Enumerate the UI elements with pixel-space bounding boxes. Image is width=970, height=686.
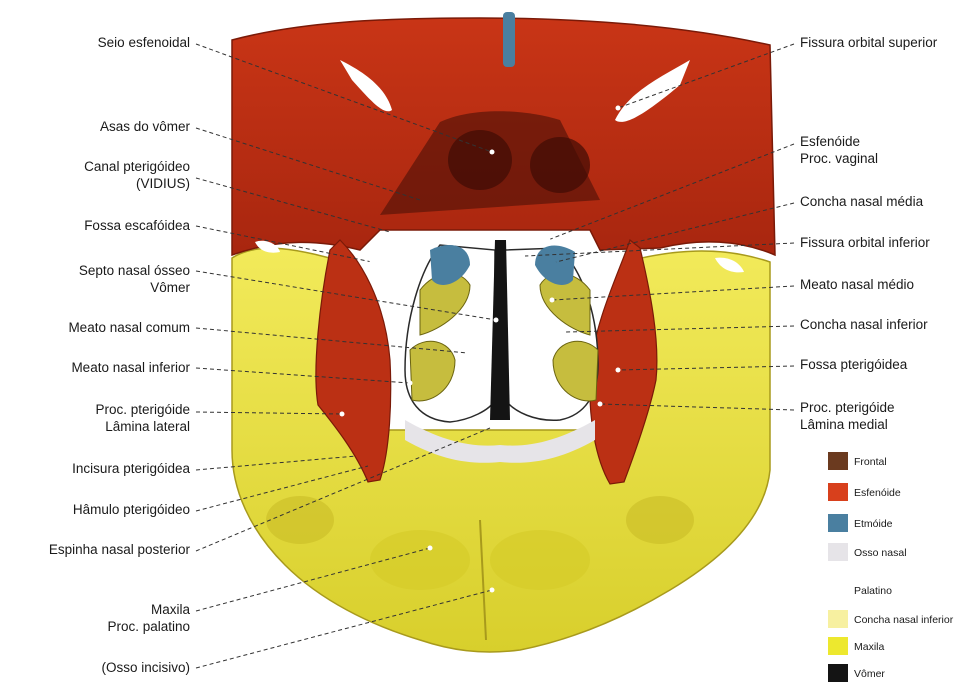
label-line: Meato nasal inferior bbox=[71, 359, 190, 376]
legend-label: Vômer bbox=[854, 668, 885, 680]
label-line: Vômer bbox=[79, 279, 190, 296]
label-canal-pterigoideo: Canal pterigóideo (VIDIUS) bbox=[84, 158, 190, 192]
legend-label: Osso nasal bbox=[854, 547, 907, 559]
label-osso-incisivo: (Osso incisivo) bbox=[101, 659, 190, 676]
label-line: Fissura orbital inferior bbox=[800, 234, 930, 251]
label-proc-pterigoide-lateral: Proc. pterigóide Lâmina lateral bbox=[95, 401, 190, 435]
label-line: Septo nasal ósseo bbox=[79, 262, 190, 279]
legend-swatch bbox=[828, 483, 848, 501]
label-line: Proc. pterigóide bbox=[800, 399, 895, 416]
label-line: Meato nasal médio bbox=[800, 276, 914, 293]
label-fossa-pterigoidea: Fossa pterigóidea bbox=[800, 356, 907, 373]
legend-label: Concha nasal inferior bbox=[854, 614, 953, 626]
legend-label: Palatino bbox=[854, 585, 892, 597]
label-line: Concha nasal inferior bbox=[800, 316, 928, 333]
label-line: Concha nasal média bbox=[800, 193, 923, 210]
label-line: Asas do vômer bbox=[100, 118, 190, 135]
label-line: Fissura orbital superior bbox=[800, 34, 937, 51]
label-meato-nasal-inferior: Meato nasal inferior bbox=[71, 359, 190, 376]
label-line: (Osso incisivo) bbox=[101, 659, 190, 676]
label-maxila-proc-palatino: Maxila Proc. palatino bbox=[107, 601, 190, 635]
label-incisura-pterigoidea: Incisura pterigóidea bbox=[72, 460, 190, 477]
label-fissura-orbital-superior: Fissura orbital superior bbox=[800, 34, 937, 51]
label-fissura-orbital-inferior: Fissura orbital inferior bbox=[800, 234, 930, 251]
label-hamulo-pterigoideo: Hâmulo pterigóideo bbox=[73, 501, 190, 518]
label-line: Proc. palatino bbox=[107, 618, 190, 635]
legend-label: Maxila bbox=[854, 641, 884, 653]
label-meato-nasal-comum: Meato nasal comum bbox=[68, 319, 190, 336]
label-meato-nasal-medio: Meato nasal médio bbox=[800, 276, 914, 293]
label-line: Incisura pterigóidea bbox=[72, 460, 190, 477]
label-line: Hâmulo pterigóideo bbox=[73, 501, 190, 518]
label-fossa-escafoidea: Fossa escafóidea bbox=[84, 217, 190, 234]
label-line: Fossa escafóidea bbox=[84, 217, 190, 234]
label-line: Fossa pterigóidea bbox=[800, 356, 907, 373]
label-line: Meato nasal comum bbox=[68, 319, 190, 336]
legend-swatch bbox=[828, 514, 848, 532]
probe-rod bbox=[503, 12, 515, 67]
legend-swatch bbox=[828, 610, 848, 628]
legend-swatch bbox=[828, 664, 848, 682]
legend-label: Frontal bbox=[854, 456, 887, 468]
label-asas-do-vomer: Asas do vômer bbox=[100, 118, 190, 135]
label-line: Lâmina medial bbox=[800, 416, 895, 433]
label-proc-pterigoide-medial: Proc. pterigóide Lâmina medial bbox=[800, 399, 895, 433]
label-espinha-nasal-posterior: Espinha nasal posterior bbox=[49, 541, 190, 558]
label-line: Proc. pterigóide bbox=[95, 401, 190, 418]
legend-swatch bbox=[828, 637, 848, 655]
legend-swatch bbox=[828, 452, 848, 470]
legend-label: Etmóide bbox=[854, 518, 893, 530]
label-concha-nasal-inferior: Concha nasal inferior bbox=[800, 316, 928, 333]
label-line: Espinha nasal posterior bbox=[49, 541, 190, 558]
legend-label: Esfenóide bbox=[854, 487, 901, 499]
label-line: Lâmina lateral bbox=[95, 418, 190, 435]
label-seio-esfenoidal: Seio esfenoidal bbox=[98, 34, 190, 51]
label-line: Maxila bbox=[107, 601, 190, 618]
label-line: (VIDIUS) bbox=[84, 175, 190, 192]
label-line: Esfenóide bbox=[800, 133, 878, 150]
label-septo-nasal-osseo: Septo nasal ósseo Vômer bbox=[79, 262, 190, 296]
legend-swatch bbox=[828, 581, 848, 599]
label-esfenoide-proc-vaginal: Esfenóide Proc. vaginal bbox=[800, 133, 878, 167]
label-line: Proc. vaginal bbox=[800, 150, 878, 167]
label-line: Canal pterigóideo bbox=[84, 158, 190, 175]
legend-swatch bbox=[828, 543, 848, 561]
label-concha-nasal-media: Concha nasal média bbox=[800, 193, 923, 210]
label-line: Seio esfenoidal bbox=[98, 34, 190, 51]
